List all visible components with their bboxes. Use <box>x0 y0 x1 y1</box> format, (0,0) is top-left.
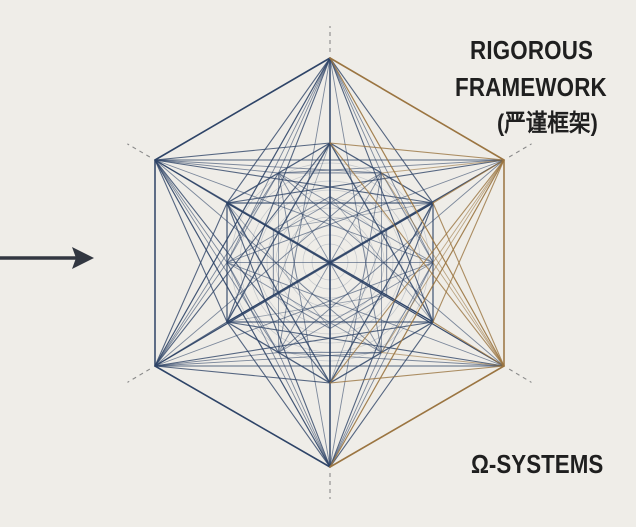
axis-dash <box>508 143 532 158</box>
outer-to-inner-line <box>154 202 228 367</box>
outer-to-mid-line <box>154 352 279 367</box>
outer-to-mid-line <box>432 159 505 263</box>
blue-fan-line <box>154 57 331 161</box>
core-hex-edge <box>329 196 388 231</box>
outer-to-mid-line <box>154 159 228 263</box>
outer-to-mid-line <box>154 159 279 174</box>
outer-to-inner-line <box>154 142 331 367</box>
core-hex-edge <box>272 294 331 330</box>
omega-systems-label: Ω-SYSTEMS <box>471 449 604 479</box>
outer-to-inner-line <box>329 321 434 468</box>
blue-fan-line <box>154 365 331 468</box>
outer-to-inner-line <box>329 57 434 204</box>
axis-dash <box>127 368 151 383</box>
outer-to-inner-line <box>154 321 434 367</box>
outer-to-mid-line <box>226 262 331 468</box>
arrow <box>0 247 94 269</box>
outer-to-inner-line <box>226 57 331 204</box>
blue-line-network <box>154 57 505 468</box>
outer-to-inner-line <box>154 142 331 161</box>
outer-to-mid-line <box>278 352 331 468</box>
inner-mid-line <box>278 172 434 263</box>
outer-to-mid-line <box>381 159 505 353</box>
axis-dash <box>508 368 532 383</box>
outer-to-inner-line <box>329 142 505 161</box>
outer-to-mid-line <box>381 159 505 174</box>
outer-to-mid-line <box>329 262 434 468</box>
outer-to-inner-line <box>154 365 331 384</box>
outer-to-inner-line <box>329 365 505 384</box>
outer-to-inner-line <box>432 202 505 367</box>
core-cross-line <box>226 202 331 329</box>
title-framework: FRAMEWORK <box>455 72 607 102</box>
outer-to-inner-line <box>226 321 331 468</box>
outer-to-inner-line <box>154 159 228 323</box>
core-cross-line <box>272 142 331 296</box>
outer-to-mid-line <box>278 57 331 174</box>
outer-to-mid-line <box>432 262 505 367</box>
axis-dash <box>127 143 151 158</box>
gold-fan-line <box>329 159 505 468</box>
outer-to-inner-line <box>329 142 505 367</box>
inner-mid-line <box>226 262 382 353</box>
core-hex-edge <box>272 196 331 231</box>
outer-to-mid-line <box>329 352 382 468</box>
outer-to-mid-line <box>154 262 228 367</box>
core-to-inner-line <box>226 294 274 323</box>
outer-to-inner-line <box>226 321 505 367</box>
gold-fan-line <box>329 365 505 468</box>
title-chinese: (严谨框架) <box>497 110 598 137</box>
gold-fan-line <box>329 57 505 161</box>
gold-fan-line <box>329 57 505 367</box>
title-rigorous: RIGOROUS <box>470 35 594 65</box>
outer-to-inner-line <box>432 321 505 367</box>
outer-to-mid-line <box>381 172 505 367</box>
core-hex-edge <box>329 294 388 330</box>
core-to-inner-line <box>226 202 274 231</box>
core-cross-line <box>329 196 434 323</box>
outer-to-mid-line <box>381 352 505 367</box>
arrow-head-icon <box>72 247 94 269</box>
outer-to-inner-line <box>329 159 505 384</box>
outer-to-mid-line <box>329 57 382 174</box>
outer-to-inner-line <box>432 159 505 323</box>
outer-to-inner-line <box>226 159 505 204</box>
core-cross-line <box>329 229 388 384</box>
core-cross-line <box>226 294 388 323</box>
gold-line-network <box>329 57 505 468</box>
outer-to-mid-line <box>154 172 382 367</box>
core-cross-line <box>272 202 434 230</box>
outer-to-inner-line <box>432 159 505 204</box>
